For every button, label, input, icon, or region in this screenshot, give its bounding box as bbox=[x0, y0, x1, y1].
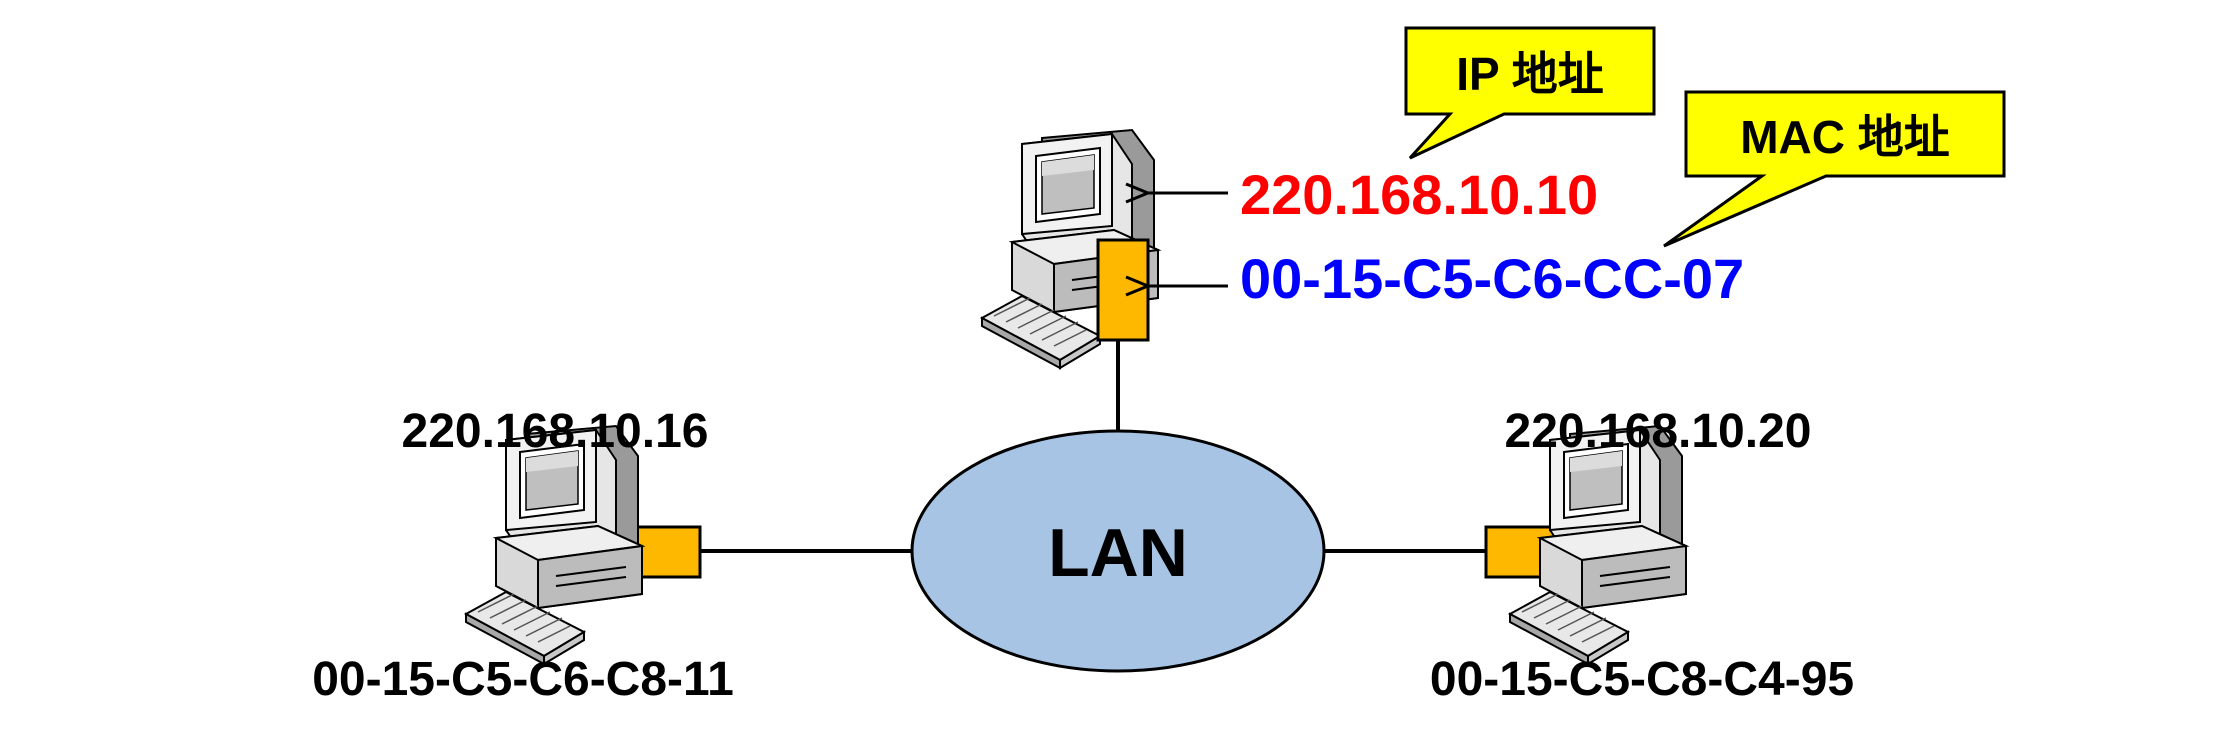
right-host-ip: 220.168.10.20 bbox=[1505, 405, 1812, 458]
lan-label: LAN bbox=[1048, 515, 1188, 591]
left-host-mac: 00-15-C5-C6-C8-11 bbox=[312, 653, 734, 706]
top-nic-icon bbox=[1096, 238, 1150, 342]
ip-callout-label: IP 地址 bbox=[1456, 48, 1603, 100]
mac-address-callout: MAC 地址 bbox=[1663, 90, 2006, 248]
left-host-ip: 220.168.10.16 bbox=[402, 405, 709, 458]
mac-callout-label: MAC 地址 bbox=[1740, 111, 1950, 163]
right-host-mac: 00-15-C5-C8-C4-95 bbox=[1430, 653, 1854, 706]
lan-ellipse bbox=[910, 429, 1326, 673]
ip-address-callout: IP 地址 bbox=[1404, 26, 1656, 160]
top-host-mac: 00-15-C5-C6-CC-07 bbox=[1240, 247, 1744, 310]
top-host-ip: 220.168.10.10 bbox=[1240, 163, 1598, 226]
left-computer-icon bbox=[465, 425, 643, 665]
